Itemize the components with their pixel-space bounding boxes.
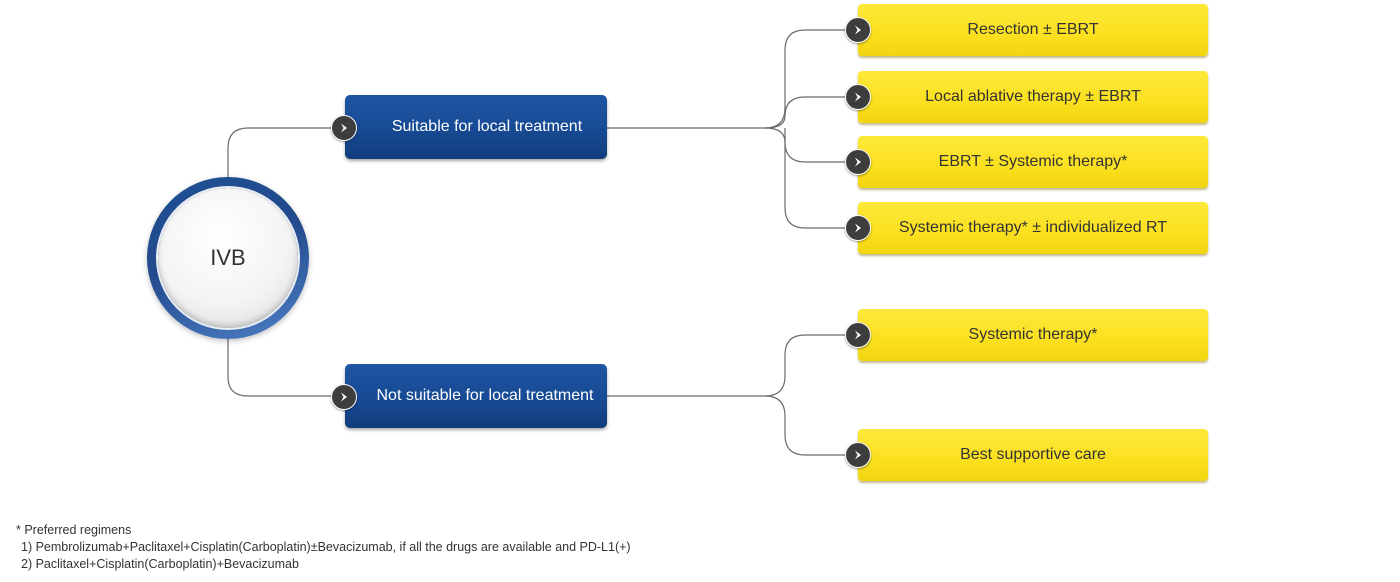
outcome-label: Systemic therapy* ± individualized RT [898, 219, 1168, 236]
outcome-label: Resection ± EBRT [967, 21, 1099, 38]
connector-to-outcome-2 [764, 96, 858, 129]
outcome-local-ablative: Local ablative therapy ± EBRT [858, 71, 1208, 123]
arrow-right-icon [331, 384, 357, 410]
branch-suitable-label: Suitable for local treatment [391, 118, 583, 135]
arrow-right-icon [845, 149, 871, 175]
branch-not-suitable-label: Not suitable for local treatment [376, 387, 594, 404]
connector-root-to-not-suitable [227, 338, 344, 397]
arrow-right-icon [845, 322, 871, 348]
outcome-label: EBRT ± Systemic therapy* [938, 153, 1128, 170]
footnotes: * Preferred regimens 1) Pembrolizumab+Pa… [16, 522, 631, 573]
arrow-right-icon [845, 84, 871, 110]
outcome-systemic-rt: Systemic therapy* ± individualized RT [858, 202, 1208, 254]
arrow-right-icon [845, 17, 871, 43]
connector-to-outcome-3 [764, 127, 858, 163]
arrow-right-icon [845, 442, 871, 468]
connector-not-suitable-trunk [607, 334, 858, 397]
footnote-item: 2) Paclitaxel+Cisplatin(Carboplatin)+Bev… [21, 557, 299, 571]
footnote-heading: * Preferred regimens [16, 523, 132, 537]
outcome-label: Systemic therapy* [968, 326, 1098, 343]
arrow-right-icon [845, 215, 871, 241]
branch-not-suitable: Not suitable for local treatment [345, 364, 607, 428]
connector-to-outcome-4 [784, 128, 858, 229]
arrow-right-icon [331, 115, 357, 141]
outcome-label: Best supportive care [960, 446, 1106, 463]
connector-suitable-trunk [607, 29, 858, 129]
outcome-label: Local ablative therapy ± EBRT [925, 88, 1141, 105]
root-node-inner: IVB [158, 188, 298, 328]
branch-suitable: Suitable for local treatment [345, 95, 607, 159]
root-node: IVB [147, 177, 309, 339]
connector-root-to-suitable [227, 127, 344, 178]
root-label: IVB [210, 245, 246, 270]
outcome-resection: Resection ± EBRT [858, 4, 1208, 56]
connector-to-outcome-6 [764, 395, 858, 456]
outcome-supportive-care: Best supportive care [858, 429, 1208, 481]
outcome-systemic: Systemic therapy* [858, 309, 1208, 361]
footnote-item: 1) Pembrolizumab+Paclitaxel+Cisplatin(Ca… [21, 540, 631, 554]
outcome-ebrt-systemic: EBRT ± Systemic therapy* [858, 136, 1208, 188]
